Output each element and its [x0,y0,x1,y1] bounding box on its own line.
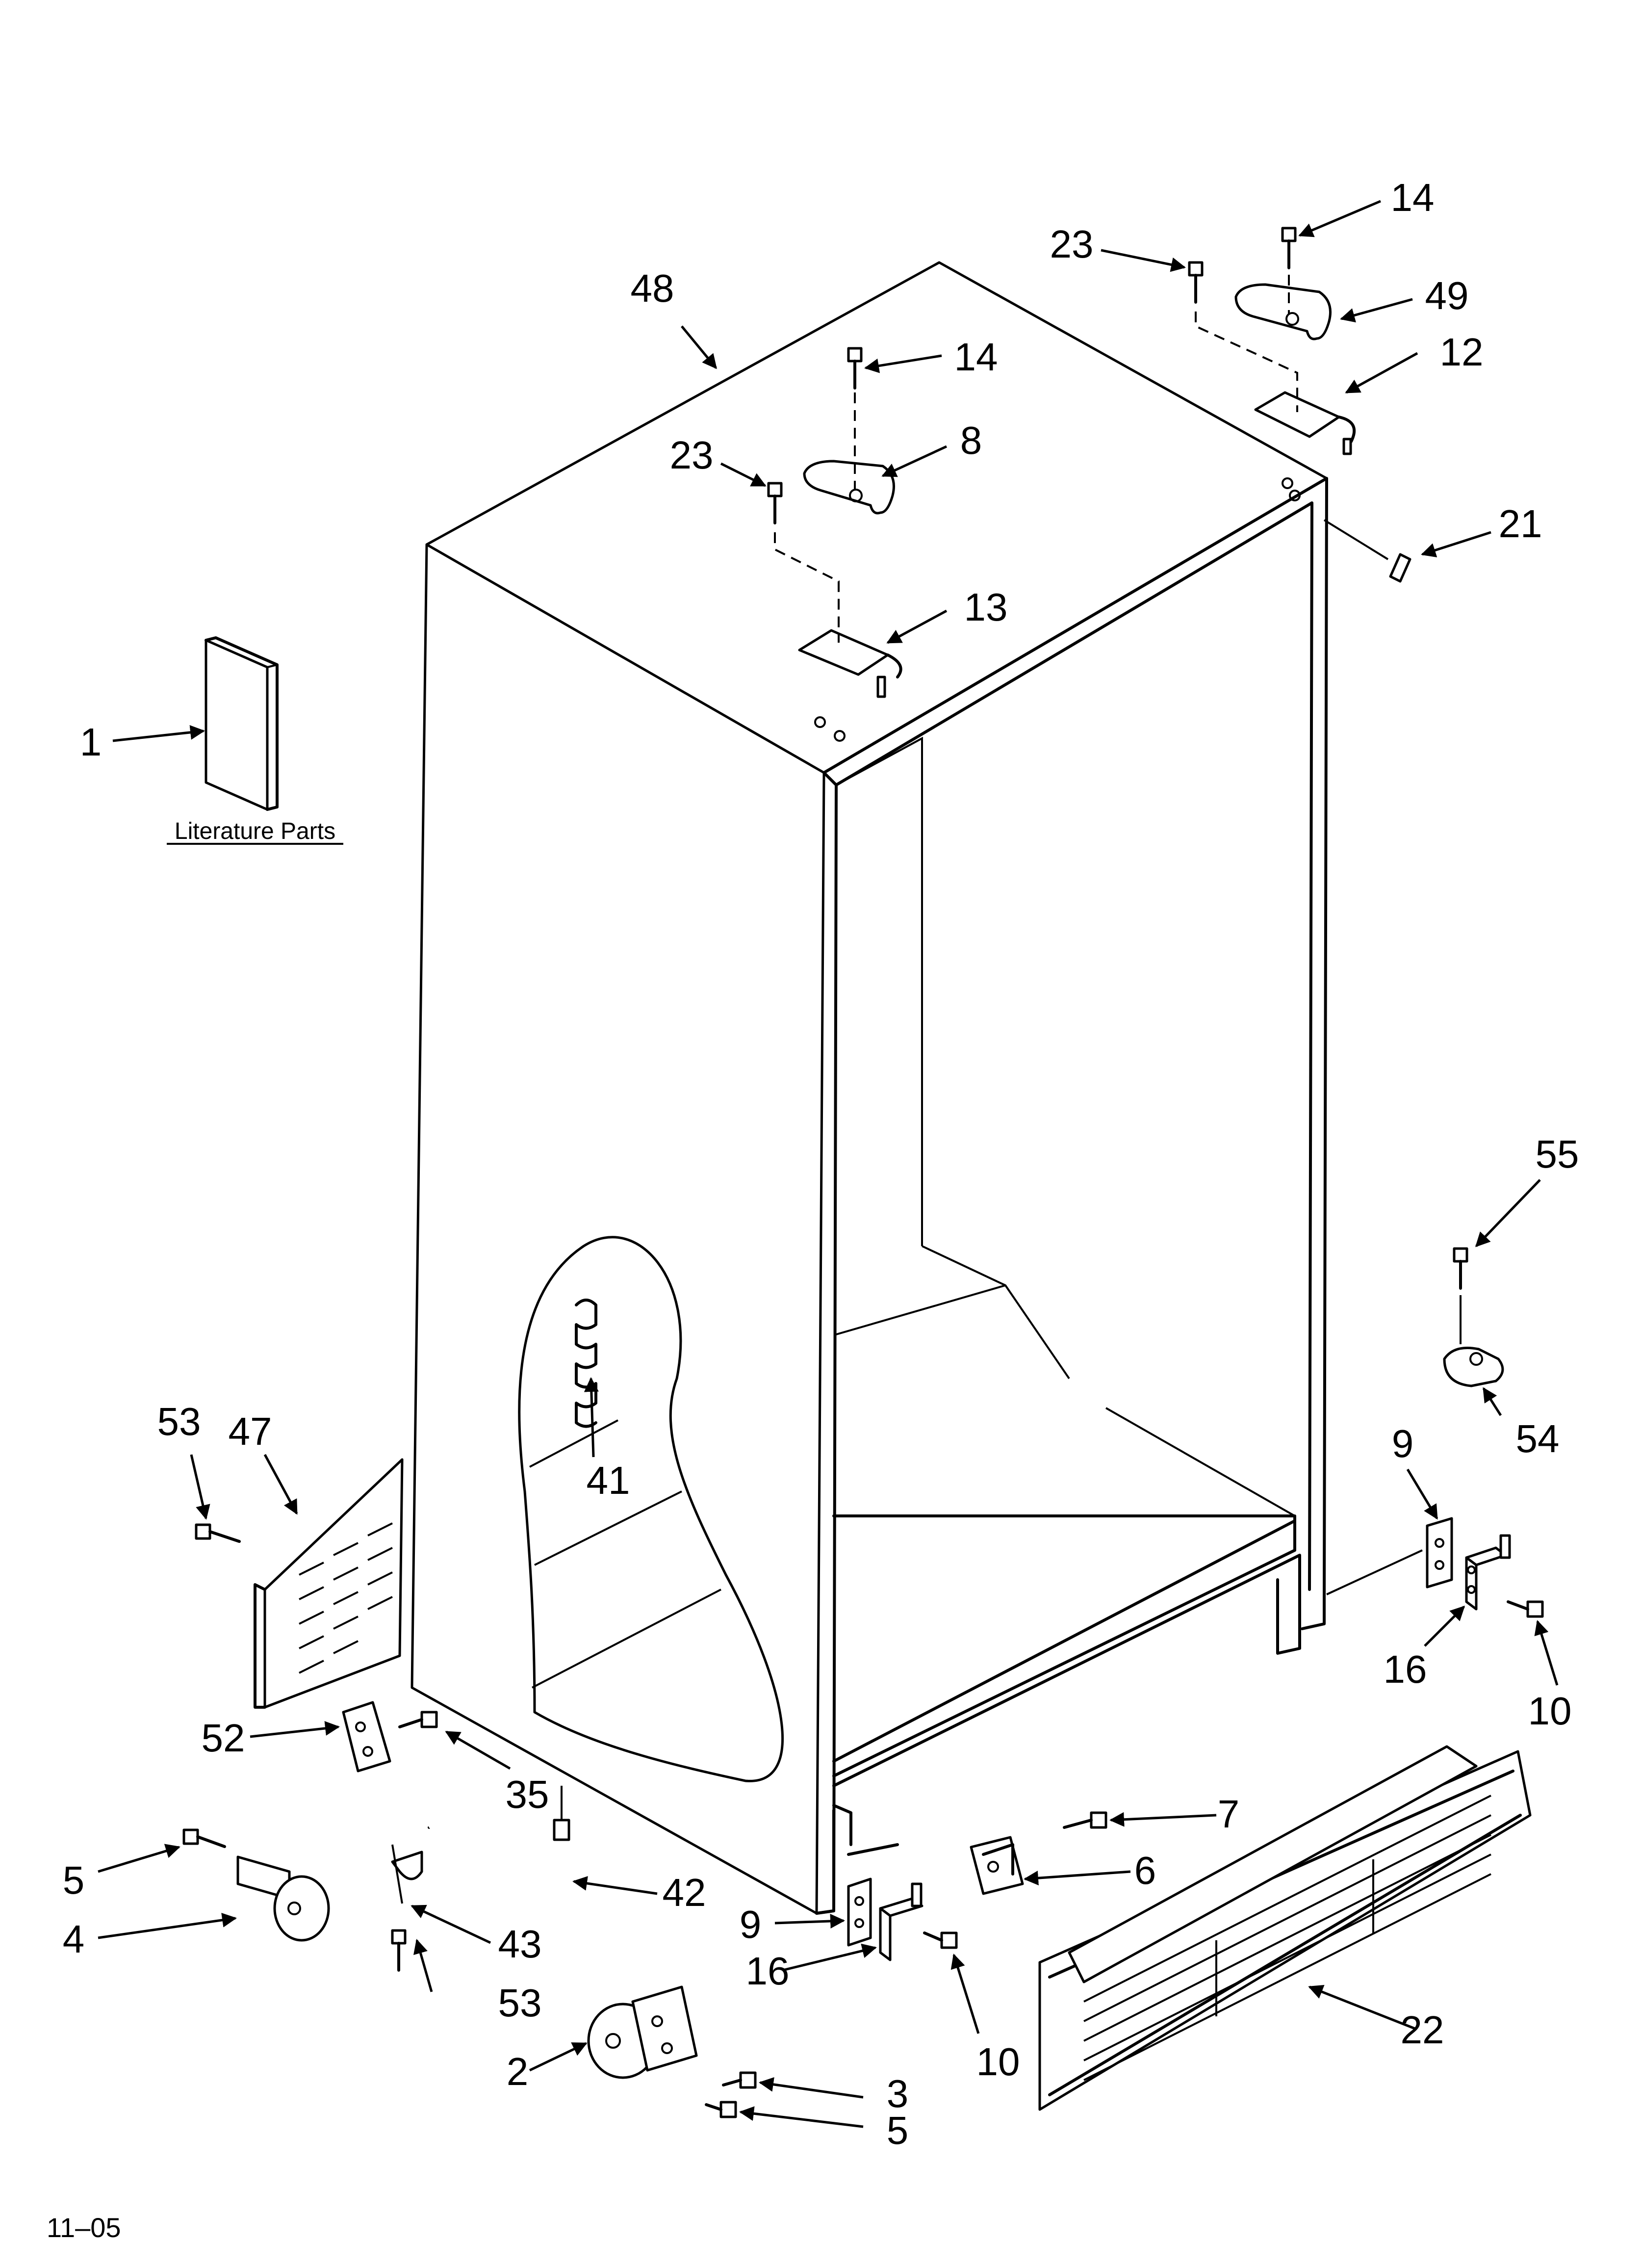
callout-8: 8 [960,418,982,462]
top-hinge-right [1188,227,1411,583]
screw-53-lower [391,1929,407,1972]
callout-43: 43 [498,1922,542,1966]
part-21 [1323,519,1411,583]
screw-10-lower [923,1931,958,1949]
clamp-43 [391,1844,423,1904]
callout-10: 10 [1528,1689,1572,1733]
bottom-hinge-right [1326,1517,1544,1618]
callout-13: 13 [964,585,1008,629]
panel-vents [299,1522,393,1674]
bracket-52 [342,1701,391,1773]
screw-55 [1453,1247,1468,1290]
footer-code: 11–05 [47,2212,121,2243]
screw-3 [722,2071,757,2089]
callout-6: 6 [1134,1849,1156,1892]
screw-14-right [1281,227,1297,269]
bracket-54 [1443,1247,1504,1387]
screw-14-left [847,347,863,390]
callout-47: 47 [229,1409,272,1453]
roller-2 [587,1985,757,2118]
callout-21: 21 [1499,502,1542,546]
bottom-hinge-left [847,1877,958,1961]
callout-14: 14 [954,335,998,379]
screw-35 [398,1711,438,1728]
callout-16: 16 [746,1949,790,1993]
insulation-coil [575,1299,597,1428]
cabinet [410,261,1328,1915]
literature-booklet [205,636,279,811]
grille-slots [1083,1795,1491,2081]
drain-tube-42 [427,1786,570,1878]
callout-52: 52 [202,1716,245,1760]
screw-23-left [767,482,783,524]
callout-10: 10 [976,2040,1020,2084]
hinge-bracket-6 [970,1836,1024,1895]
callout-55: 55 [1536,1132,1579,1176]
callout-4: 4 [63,1917,85,1961]
top-hinge-left [767,347,902,742]
rear-panel-47 [254,1458,404,1709]
callout-labels: 48 23 14 49 12 14 8 23 21 13 1 55 54 41 … [63,176,1579,2152]
callout-9: 9 [1392,1422,1414,1465]
callout-41: 41 [587,1459,630,1502]
literature-parts-label: Literature Parts [175,818,335,844]
screw-7 [1063,1811,1107,1829]
callout-5: 5 [887,2109,909,2152]
callout-23: 23 [1050,222,1094,266]
callout-9: 9 [740,1903,762,1946]
callout-22: 22 [1401,2008,1444,2052]
screw-5-lower [705,2101,737,2118]
roller-assembly [182,1828,330,1942]
callout-53: 53 [498,1981,542,2025]
callout-35: 35 [506,1773,549,1816]
callout-3: 3 [887,2072,909,2115]
callout-arrows [98,200,1559,2128]
callout-49: 49 [1425,274,1469,317]
callout-48: 48 [631,266,674,310]
callout-14: 14 [1391,176,1435,219]
callout-16: 16 [1384,1647,1427,1691]
callout-2: 2 [507,2050,529,2093]
screw-53-upper [195,1523,241,1543]
callout-12: 12 [1440,330,1484,374]
callout-7: 7 [1218,1792,1240,1836]
callout-53: 53 [157,1400,201,1443]
callout-5: 5 [63,1858,85,1902]
callout-23: 23 [670,433,714,477]
base-grille-22 [1038,1745,1532,2111]
callout-1: 1 [80,720,102,764]
screw-23-right [1188,261,1204,304]
screw-5-upper [182,1828,226,1848]
callout-42: 42 [663,1871,706,1914]
screw-10-right [1507,1600,1544,1618]
callout-54: 54 [1516,1417,1560,1460]
